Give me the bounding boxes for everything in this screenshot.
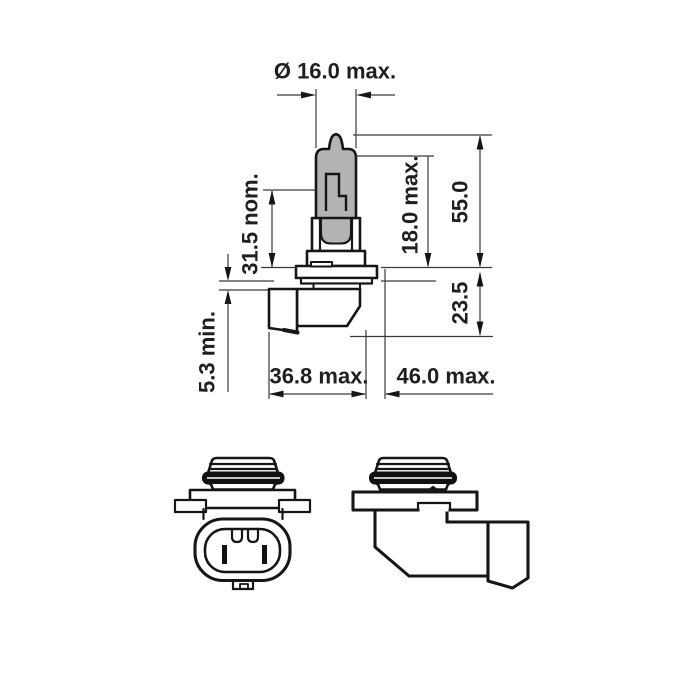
base-side-view	[351, 456, 530, 590]
keying-lug	[230, 528, 244, 544]
arrowhead	[224, 290, 232, 304]
wire-exit-edge	[282, 328, 300, 335]
arrowhead	[268, 253, 276, 268]
arrowhead	[476, 272, 484, 287]
dim-label-overall-length: 55.0	[448, 181, 473, 224]
dim-base-depth: 23.5	[350, 272, 493, 338]
wire-exit-block	[486, 520, 530, 590]
arrowhead	[268, 190, 276, 205]
dim-label-connector-width: 36.8 max.	[269, 364, 368, 389]
dim-overall-length: 55.0	[353, 134, 492, 282]
glass-pinch	[319, 216, 353, 245]
dim-label-base-depth: 23.5	[448, 282, 473, 325]
seating-flange	[294, 264, 379, 280]
dim-overall-depth: 46.0 max.	[384, 269, 496, 399]
main-dimension-view: Ø 16.0 max. 31.5 nom. 5.3 min.	[195, 59, 496, 399]
arrowhead	[224, 267, 232, 281]
flange-ear-right	[277, 498, 312, 514]
arrowhead	[301, 91, 316, 99]
arrowhead	[476, 135, 484, 150]
dim-label-clearance: 5.3 min.	[195, 311, 220, 393]
dim-label-cap-length: 18.0 max.	[398, 155, 423, 254]
dim-connector-width: 36.8 max.	[268, 330, 369, 399]
dim-label-filament-position: 31.5 nom.	[238, 173, 263, 274]
wire-exit-block	[267, 287, 299, 334]
arrowhead	[385, 390, 400, 398]
dim-clearance: 5.3 min.	[195, 254, 274, 393]
connector-body	[373, 508, 490, 578]
dim-label-diameter: Ø 16.0 max.	[274, 59, 396, 84]
bulb-side-view	[267, 133, 379, 335]
dim-filament-position: 31.5 nom.	[238, 173, 316, 275]
flange-tab	[310, 261, 333, 268]
terminal-blade	[222, 545, 227, 564]
arrowhead	[476, 321, 484, 336]
arrowhead	[269, 390, 284, 398]
dim-diameter: Ø 16.0 max.	[274, 59, 396, 148]
keying-lug	[246, 528, 260, 544]
flange-notch-fill	[419, 503, 449, 512]
dim-label-overall-depth: 46.0 max.	[396, 364, 495, 389]
filament	[324, 172, 348, 211]
index-tab-notch	[239, 583, 249, 590]
cap-lower	[376, 482, 450, 491]
terminal-blade	[262, 545, 267, 564]
flange-gate-mark	[425, 485, 441, 493]
flange-notch	[416, 501, 452, 512]
base-front-view	[173, 456, 312, 591]
glass-envelope	[314, 133, 358, 220]
flange-plate	[351, 490, 479, 512]
arrowhead	[424, 253, 432, 268]
dim-cap-length: 18.0 max.	[356, 155, 434, 268]
arrowhead	[356, 91, 371, 99]
arrowhead	[476, 253, 484, 268]
arrowhead	[351, 390, 366, 398]
connector-body	[295, 287, 362, 328]
flange-ear-left	[173, 498, 208, 514]
index-tab	[231, 579, 255, 591]
cap-lower	[209, 482, 277, 491]
